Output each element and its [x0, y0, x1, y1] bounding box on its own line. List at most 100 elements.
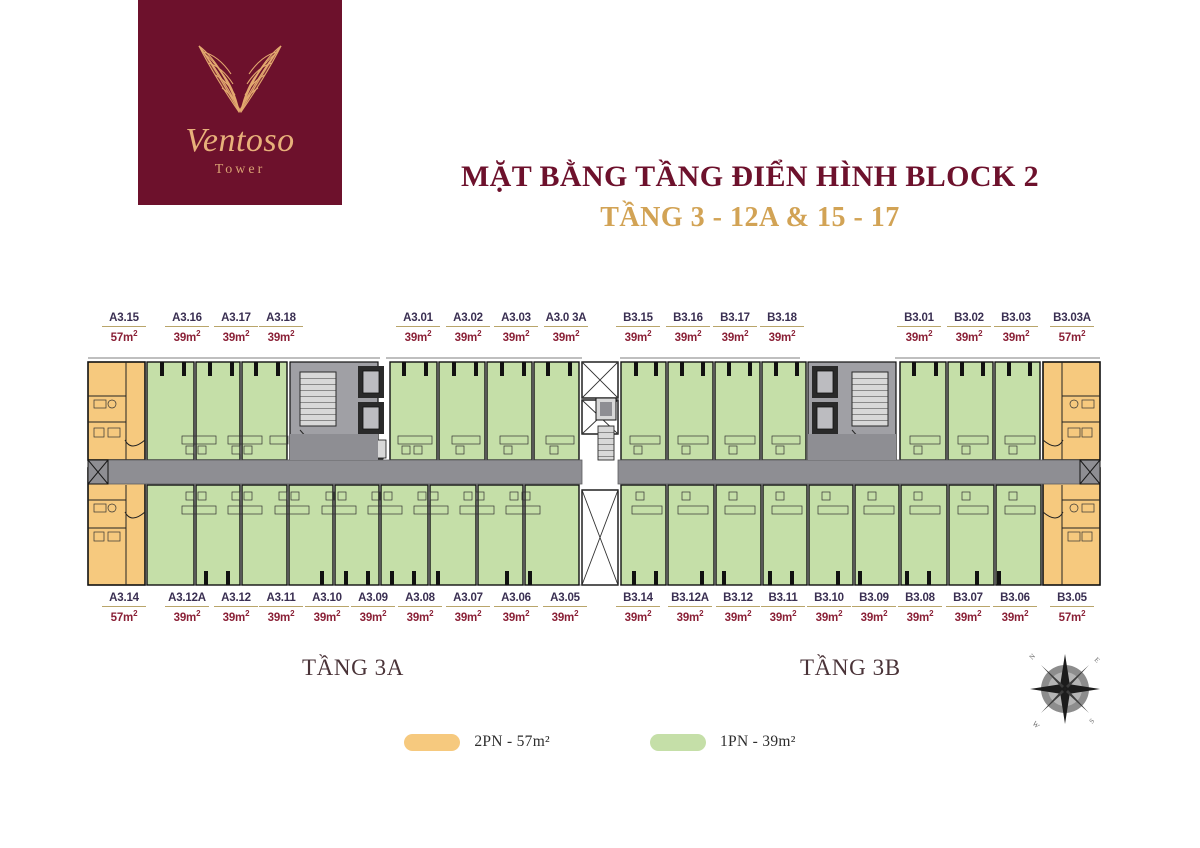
unit-area: 57m2	[1058, 609, 1086, 624]
unit-label-divider	[305, 606, 349, 607]
unit-area: 39m2	[860, 609, 888, 624]
unit-code: B3.12	[723, 592, 753, 604]
central-void-shafts	[581, 361, 619, 586]
unit-code: A3.09	[358, 592, 388, 604]
svg-text:S: S	[1088, 717, 1096, 725]
unit-label-divider	[165, 606, 209, 607]
legend-item-1pn: 1PN - 39m²	[650, 733, 796, 751]
wings-logo-icon	[198, 45, 282, 113]
unit-fixtures	[181, 435, 1036, 515]
unit-area: 39m2	[624, 329, 652, 344]
floor-caption-b: TẦNG 3B	[800, 655, 901, 680]
unit-label-b3-12: B3.12 39m2	[709, 592, 767, 624]
floor-caption-a: TẦNG 3A	[302, 655, 404, 680]
unit-area: 39m2	[313, 609, 341, 624]
unit-label-divider	[898, 606, 942, 607]
unit-label-divider	[102, 606, 146, 607]
unit-area: 39m2	[502, 609, 530, 624]
unit-label-divider	[946, 606, 990, 607]
unit-code: A3.01	[403, 312, 433, 324]
unit-label-a3-11: A3.11 39m2	[252, 592, 310, 624]
unit-label-a3-14: A3.14 57m2	[95, 592, 153, 624]
unit-label-divider	[993, 606, 1037, 607]
unit-code: A3.14	[109, 592, 139, 604]
unit-code: B3.09	[859, 592, 889, 604]
unit-area: 39m2	[406, 609, 434, 624]
unit-code: B3.05	[1057, 592, 1087, 604]
unit-code: A3.17	[221, 312, 251, 324]
unit-code: B3.12A	[671, 592, 709, 604]
unit-code: A3.16	[172, 312, 202, 324]
unit-label-divider	[544, 326, 588, 327]
unit-code: A3.12	[221, 592, 251, 604]
unit-area: 39m2	[674, 329, 702, 344]
unit-code: A3.0 3A	[545, 312, 587, 324]
unit-label-divider	[165, 326, 209, 327]
unit-code: A3.18	[266, 312, 296, 324]
unit-code: B3.06	[1000, 592, 1030, 604]
unit-area: 39m2	[267, 609, 295, 624]
unit-code: A3.03	[501, 312, 531, 324]
unit-area: 39m2	[955, 329, 983, 344]
unit-label-divider	[446, 606, 490, 607]
unit-area: 39m2	[552, 329, 580, 344]
unit-area: 39m2	[454, 329, 482, 344]
unit-area: 39m2	[222, 609, 250, 624]
unit-label-divider	[351, 606, 395, 607]
svg-text:N: N	[1028, 652, 1037, 661]
unit-area: 39m2	[1001, 609, 1029, 624]
unit-area: 39m2	[768, 329, 796, 344]
brand-name: Ventoso	[185, 121, 295, 159]
unit-label-divider	[398, 606, 442, 607]
balcony-notches	[160, 362, 1032, 585]
unit-area: 39m2	[954, 609, 982, 624]
unit-area: 39m2	[1002, 329, 1030, 344]
page-subtitle: TẦNG 3 - 12A & 15 - 17	[600, 202, 900, 233]
legend-item-2pn: 2PN - 57m²	[404, 733, 550, 751]
unit-label-divider	[494, 326, 538, 327]
unit-label-divider	[543, 606, 587, 607]
unit-area: 39m2	[502, 329, 530, 344]
block-b-plan	[620, 361, 1101, 586]
legend-swatch-1pn	[650, 733, 706, 751]
unit-code: B3.03A	[1053, 312, 1091, 324]
unit-label-divider	[897, 326, 941, 327]
unit-area: 39m2	[173, 609, 201, 624]
unit-label-divider	[807, 606, 851, 607]
unit-area: 39m2	[724, 609, 752, 624]
title-block: MẶT BẰNG TẦNG ĐIỂN HÌNH BLOCK 2 TẦNG 3 -…	[420, 160, 1080, 234]
unit-code: A3.15	[109, 312, 139, 324]
unit-label-divider	[102, 326, 146, 327]
unit-area: 39m2	[267, 329, 295, 344]
unit-label-a3-03: A3.03 39m2	[487, 312, 545, 344]
unit-label-divider	[259, 606, 303, 607]
unit-area: 57m2	[110, 329, 138, 344]
unit-area: 39m2	[454, 609, 482, 624]
unit-label-divider	[214, 606, 258, 607]
unit-code: B3.16	[673, 312, 703, 324]
svg-text:W: W	[1031, 720, 1042, 731]
unit-label-divider	[716, 606, 760, 607]
unit-code: A3.11	[266, 592, 296, 604]
unit-label-divider	[616, 606, 660, 607]
unit-code: A3.05	[550, 592, 580, 604]
legend-label-2pn: 2PN - 57m²	[474, 733, 550, 750]
unit-area: 39m2	[815, 609, 843, 624]
unit-area: 57m2	[110, 609, 138, 624]
unit-area: 39m2	[905, 329, 933, 344]
svg-text:E: E	[1093, 656, 1102, 665]
unit-code: B3.15	[623, 312, 653, 324]
unit-code: B3.08	[905, 592, 935, 604]
